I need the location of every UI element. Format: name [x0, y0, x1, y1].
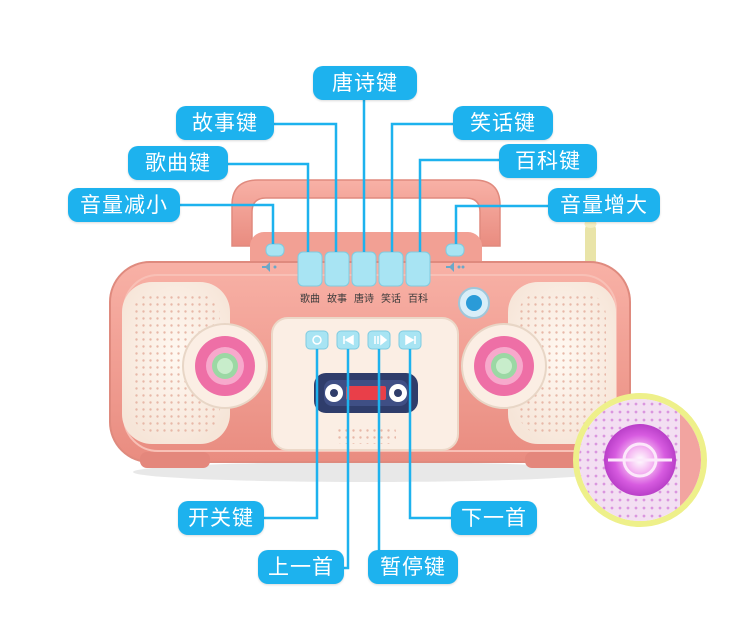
key-encyclopedia[interactable]: [405, 251, 431, 287]
right-speaker: [508, 282, 616, 444]
next-button[interactable]: [398, 330, 422, 350]
callout-joke-key: 笑话键: [453, 106, 553, 140]
mini-grill: [336, 426, 396, 444]
speaker-small-icon: [262, 262, 270, 272]
key-tang-poem[interactable]: [351, 251, 377, 287]
key-joke[interactable]: [378, 251, 404, 287]
right-reel: [461, 323, 547, 409]
key-story[interactable]: [324, 251, 350, 287]
callout-song-key: 歌曲键: [128, 146, 228, 180]
led-zoom-inset: [573, 393, 707, 527]
callout-next-track: 下一首: [451, 501, 537, 535]
callout-volume-down: 音量减小: [68, 188, 180, 222]
key-label-tang-poem: 唐诗: [354, 292, 374, 305]
callout-power-key: 开关键: [178, 501, 264, 535]
key-label-joke: 笑话: [381, 292, 401, 305]
callout-tang-poem-key: 唐诗键: [313, 66, 417, 100]
cassette-tape: [314, 373, 418, 413]
speaker-loud-icon: [446, 262, 454, 272]
callout-volume-up: 音量增大: [548, 188, 660, 222]
tuning-knob[interactable]: [458, 287, 490, 319]
function-keys: [297, 251, 431, 287]
prev-button[interactable]: [336, 330, 360, 350]
key-song[interactable]: [297, 251, 323, 287]
volume-down-button[interactable]: [262, 243, 285, 272]
key-label-encyclopedia: 百科: [408, 292, 428, 305]
callout-lines: [178, 96, 548, 570]
key-label-song: 歌曲: [300, 292, 320, 305]
callout-prev-track: 上一首: [258, 550, 344, 584]
left-reel: [182, 323, 268, 409]
power-button[interactable]: [305, 330, 329, 350]
callout-pause-key: 暂停键: [368, 550, 458, 584]
callout-story-key: 故事键: [176, 106, 274, 140]
floor-shadow: [133, 462, 603, 482]
callout-encyclopedia-key: 百科键: [499, 144, 597, 178]
pause-button[interactable]: [367, 330, 391, 350]
key-label-story: 故事: [327, 292, 347, 305]
